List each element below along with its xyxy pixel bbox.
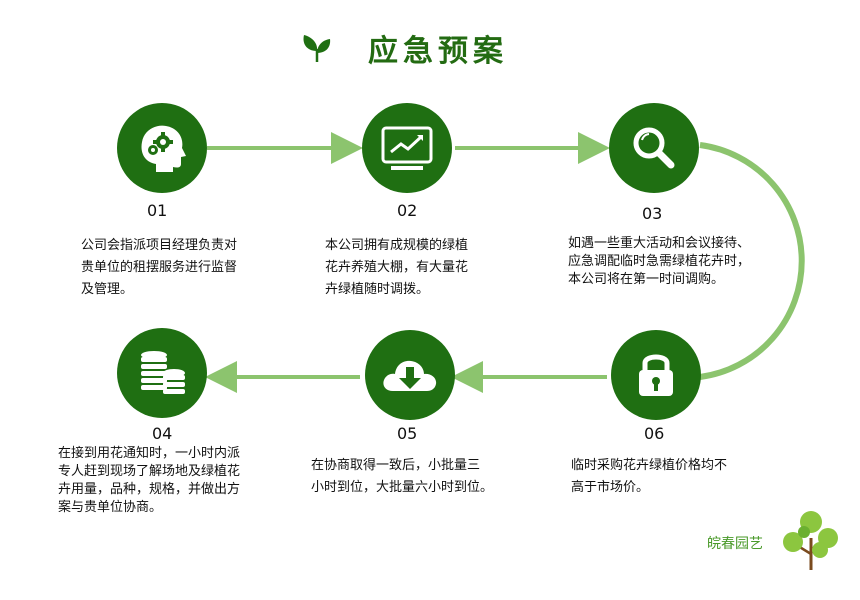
step-06-circle: [611, 330, 701, 420]
leaf-icon: [303, 35, 331, 62]
cloud-download-icon: [383, 360, 437, 391]
step-01-circle: [117, 103, 207, 193]
step-06-number: 06: [644, 424, 665, 443]
step-03-number: 03: [642, 204, 663, 223]
step-02-number: 02: [397, 201, 418, 220]
step-03-text: 如遇一些重大活动和会议接待、 应急调配临时急需绿植花卉时， 本公司将在第一时间调…: [568, 236, 751, 287]
step-04-text: 在接到用花通知时，一小时内派 专人赶到现场了解场地及绿植花 卉用量，品种，规格，…: [58, 446, 241, 515]
step-03-circle: [609, 103, 699, 193]
head-gears-icon: [141, 125, 186, 172]
step-02-text: 本公司拥有成规模的绿植 花卉养殖大棚，有大量花 卉绿植随时调拨。: [325, 238, 469, 297]
arc-03-06: [699, 142, 805, 380]
step-05-number: 05: [397, 424, 418, 443]
step-04-circle: [117, 328, 207, 418]
page-title: 应急预案: [368, 34, 508, 69]
brand-name: 皖春园艺: [707, 536, 763, 552]
step-06-text: 临时采购花卉绿植价格均不 高于市场价。: [571, 458, 728, 495]
step-05-circle: [365, 330, 455, 420]
presentation-chart-icon: [381, 126, 433, 170]
coin-stacks-icon: [141, 351, 185, 394]
step-01-text: 公司会指派项目经理负责对 贵单位的租摆服务进行监督 及管理。: [81, 238, 238, 297]
magnifier-icon: [633, 127, 675, 169]
step-02-circle: [362, 103, 452, 193]
tree-logo-icon: [783, 511, 838, 570]
step-05-text: 在协商取得一致后，小批量三 小时到位，大批量六小时到位。: [311, 458, 494, 495]
step-01-number: 01: [147, 201, 168, 220]
padlock-icon: [639, 354, 673, 396]
step-04-number: 04: [152, 424, 173, 443]
header: 应急预案: [300, 26, 508, 70]
